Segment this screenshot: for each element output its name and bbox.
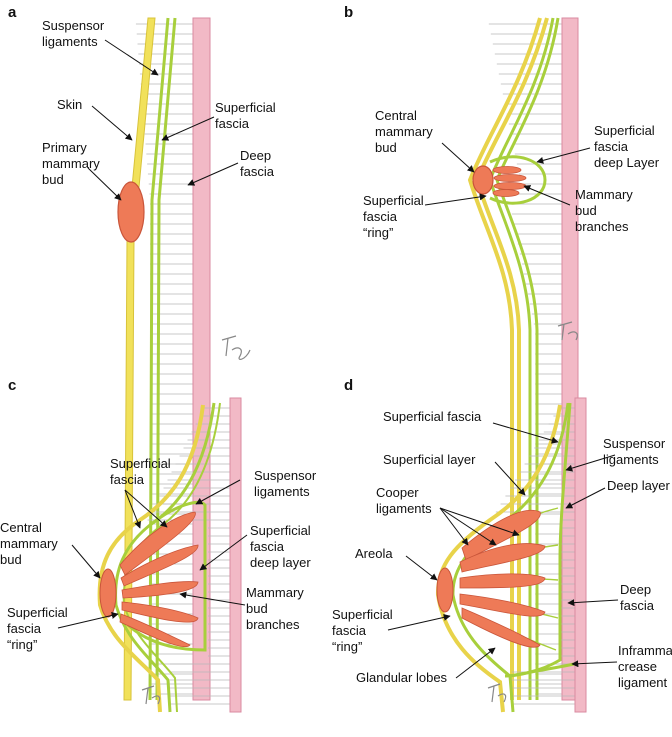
signature-panel-b xyxy=(557,321,578,341)
panel-a-letter: a xyxy=(8,4,17,21)
panel-d-label-glandular-lobes: Glandular lobes xyxy=(356,670,448,685)
panel-d-arrow-deep-layer xyxy=(565,487,606,509)
panel-d-areola xyxy=(436,567,454,613)
panel-b-label-central-mammary-bud: Central mammary bud xyxy=(375,108,433,155)
panel-c-arrow-deep-layer xyxy=(199,534,248,571)
panel-d-skin xyxy=(435,404,562,713)
panel-a-label-primary-mammary-bud: Primary mammary bud xyxy=(42,140,100,187)
panel-c-arrow-suspensor-ligaments xyxy=(195,479,241,505)
panel-c-mammary-bud-branches xyxy=(119,511,199,647)
panel-c-label-central-mammary-bud: Central mammary bud xyxy=(0,520,58,567)
signature-panel-a xyxy=(221,335,251,360)
panel-c-arrow-superficial-fascia-2 xyxy=(124,489,168,528)
panel-c-letter: c xyxy=(8,377,17,394)
panel-c-label-ring: Superficial fascia “ring” xyxy=(7,605,68,652)
panel-c-drawing xyxy=(57,397,248,713)
panel-a-label-superficial-fascia: Superficial fascia xyxy=(215,100,276,131)
panel-c-superficial-fascia xyxy=(114,402,216,713)
panel-a-arrow-primary-mammary-bud xyxy=(87,167,122,201)
panel-d-arrow-superficial-layer xyxy=(494,461,526,496)
panel-d-arrow-areola xyxy=(405,555,438,581)
panel-d-arrow-cooper-2 xyxy=(439,507,497,546)
panel-c-superficial-fascia-deep-layer xyxy=(126,500,207,652)
panel-c-label-suspensor-ligaments: Suspensor ligaments xyxy=(254,468,317,499)
panel-d-label-suspensor-ligaments: Suspensor ligaments xyxy=(603,436,666,467)
panel-d-arrow-suspensor-ligaments xyxy=(565,454,616,472)
panel-d-arrow-inframmary xyxy=(571,660,618,668)
panel-d-label-ring: Superficial fascia “ring” xyxy=(332,607,393,654)
panel-d-label-superficial-layer: Superficial layer xyxy=(383,452,476,467)
panel-d-drawing xyxy=(387,397,619,713)
panel-c-central-mammary-bud xyxy=(99,568,117,618)
panel-d-arrow-cooper-3 xyxy=(439,507,520,537)
panel-a-arrow-suspensor-ligaments xyxy=(104,39,159,76)
signature-panel-c xyxy=(141,685,161,705)
panel-b-arrow-deep-layer xyxy=(536,147,591,164)
panel-d-label-cooper-ligaments: Cooper ligaments xyxy=(376,485,432,516)
panel-a-label-deep-fascia: Deep fascia xyxy=(240,148,274,179)
panel-c-arrow-ring xyxy=(57,612,119,629)
panel-a-label-skin: Skin xyxy=(57,97,83,112)
panel-b-mammary-bud-branches xyxy=(492,166,527,197)
panel-d-arrow-glandular-lobes xyxy=(455,647,496,679)
panel-d-label-deep-fascia: Deep fascia xyxy=(620,582,654,613)
panel-d-arrow-ring xyxy=(387,613,451,631)
panel-c-label-superficial-fascia: Superficial fascia xyxy=(110,456,171,487)
panel-c-skin xyxy=(97,404,205,713)
panel-c-arrow-branches xyxy=(179,591,246,606)
panel-b-arrow-branches xyxy=(523,185,571,206)
panel-d-label-superficial-fascia: Superficial fascia xyxy=(383,409,482,424)
panel-d-arrow-superficial-fascia xyxy=(492,422,559,444)
signature-panel-d xyxy=(487,683,507,703)
panel-d-letter: d xyxy=(344,377,354,394)
panel-b-label-branches: Mammary bud branches xyxy=(575,187,633,234)
panel-b-label-deep-layer: Superficial fascia deep Layer xyxy=(594,123,660,170)
panel-d-label-areola: Areola xyxy=(355,546,393,561)
panel-c-label-deep-layer: Superficial fascia deep layer xyxy=(250,523,311,570)
panel-d-label-inframmary-crease-ligament: Inframmary crease ligament xyxy=(618,643,672,690)
panel-b-suspensor-ligament-lines xyxy=(488,23,563,695)
panel-c-arrow-superficial-fascia-1 xyxy=(124,489,141,529)
panel-d-inframmary-crease-ligament xyxy=(509,662,575,678)
panel-c-deep-fascia xyxy=(229,397,242,713)
panel-d-arrow-deep-fascia xyxy=(567,599,619,607)
panel-a-drawing xyxy=(87,17,239,701)
panel-b-superficial-fascia-deep-layer xyxy=(489,155,547,205)
panel-d-arrow-cooper-1 xyxy=(439,507,469,546)
panel-c-label-branches: Mammary bud branches xyxy=(246,585,304,632)
panel-b-arrow-ring xyxy=(424,193,487,206)
panel-a-primary-mammary-bud xyxy=(117,181,145,243)
panel-b-drawing xyxy=(424,17,591,701)
panel-a-arrow-skin xyxy=(91,105,133,141)
panel-c-arrow-central-mammary-bud xyxy=(71,544,101,579)
panel-a-label-suspensor-ligaments: Suspensor ligaments xyxy=(42,18,105,49)
panel-b-letter: b xyxy=(344,4,354,21)
panel-d-deep-fascia xyxy=(574,397,587,713)
panel-d-label-deep-layer: Deep layer xyxy=(607,478,670,493)
panel-a-arrow-deep-fascia xyxy=(187,162,239,186)
panel-b-label-ring: Superficial fascia “ring” xyxy=(363,193,424,240)
panel-d-glandular-lobes xyxy=(459,509,546,648)
panel-b-arrow-central-mammary-bud xyxy=(441,142,475,173)
panel-a-arrow-superficial-fascia xyxy=(161,116,215,141)
